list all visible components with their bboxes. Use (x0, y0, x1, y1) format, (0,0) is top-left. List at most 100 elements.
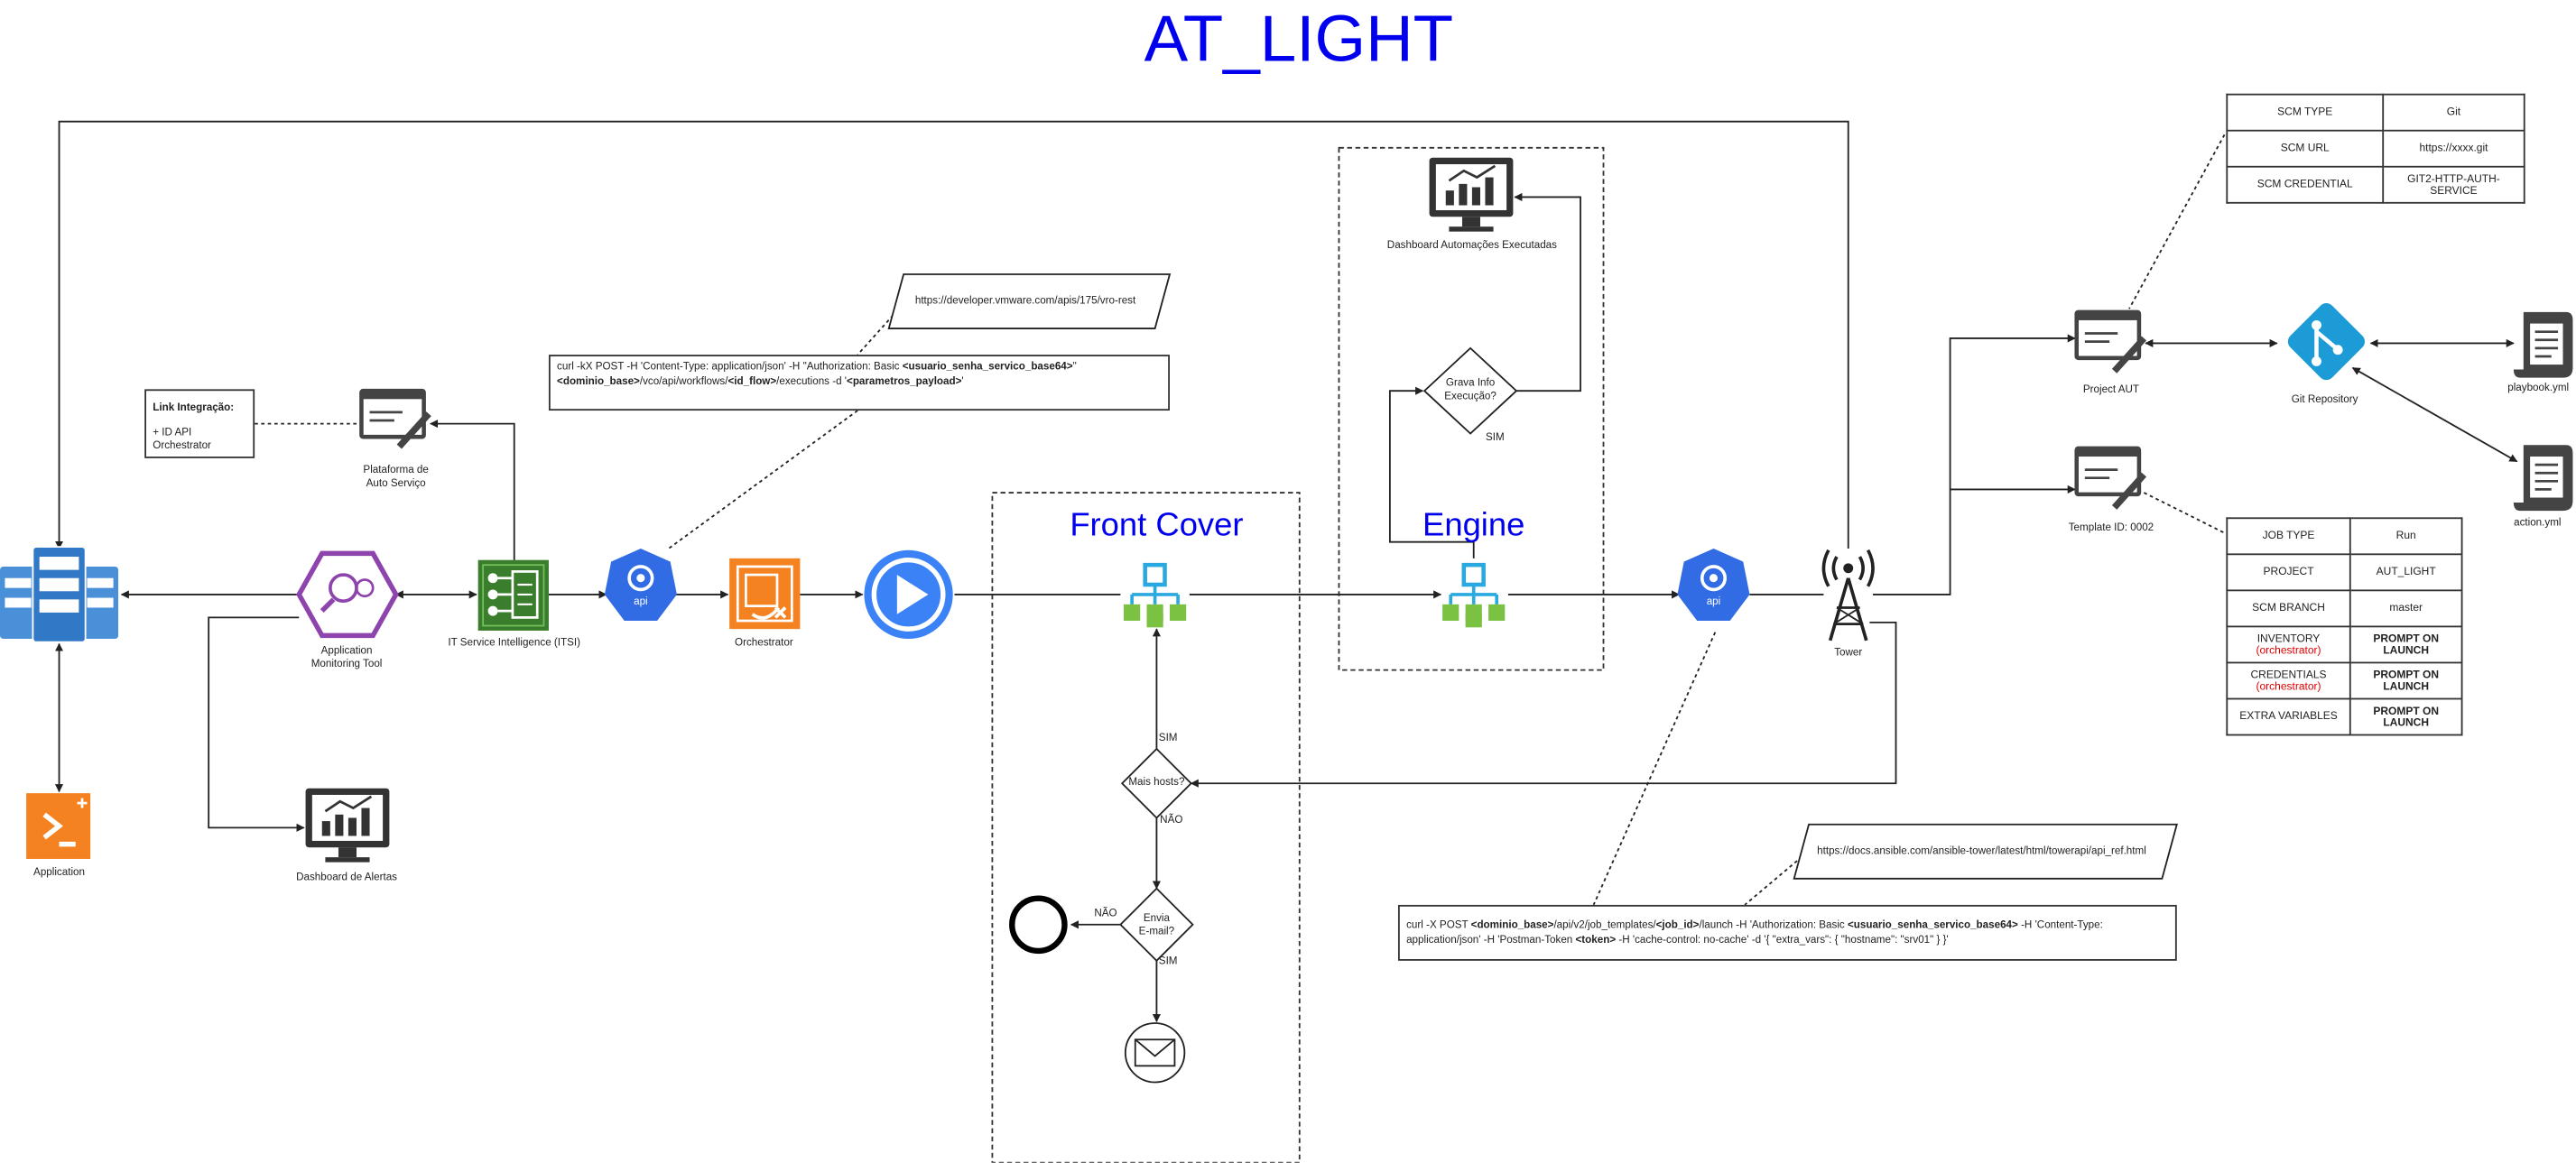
job-key: PROJECT (2226, 553, 2351, 592)
job-value: master (2349, 589, 2463, 628)
front-cover-frame (991, 492, 1301, 1163)
conn-net-grava (1388, 386, 1475, 558)
engine-title: Engine (1422, 507, 1525, 544)
job-key: SCM BRANCH (2226, 589, 2351, 628)
scm-value: Git (2382, 93, 2525, 132)
git-repository-label: Git Repository (2291, 393, 2358, 406)
note-link-tower-api (1592, 632, 1717, 906)
curl-vro-part: /executions -d ' (776, 375, 848, 387)
scm-key: SCM CREDENTIAL (2226, 165, 2385, 204)
project-aut-label: Project AUT (2082, 383, 2139, 396)
grava-info-label: Grava Info Execução? (1444, 377, 1496, 402)
front-cover-network-icon (1124, 562, 1187, 628)
curl-tower-part: /api/v2/job_templates/ (1553, 919, 1656, 932)
conn-itsi-plataforma (429, 420, 515, 560)
job-key-text: CREDENTIALS (2250, 669, 2327, 681)
project-aut-window-icon (2074, 309, 2147, 374)
job-key-note: (orchestrator) (2256, 680, 2321, 693)
job-row: INVENTORY(orchestrator)PROMPT ON LAUNCH (2226, 625, 2463, 664)
mais-hosts-label: Mais hosts? (1128, 776, 1185, 789)
job-value: PROMPT ON LAUNCH (2349, 697, 2463, 736)
dashboard-alertas-label: Dashboard de Alertas (296, 872, 398, 884)
job-value: AUT_LIGHT (2349, 553, 2463, 592)
vmware-url[interactable]: https://developer.vmware.com/apis/175/vr… (914, 295, 1136, 308)
template-id-label: Template ID: 0002 (2068, 522, 2154, 534)
curl-tower-box: curl -X POST <dominio_base>/api/v2/job_t… (1397, 904, 2177, 961)
itsi-icon (477, 559, 549, 631)
plataforma-window-icon (359, 388, 431, 449)
conn-tower-project (1873, 334, 2076, 595)
job-key-text: INVENTORY (2256, 632, 2321, 645)
scm-key: SCM TYPE (2226, 93, 2385, 132)
job-key: CREDENTIALS(orchestrator) (2226, 661, 2351, 700)
link-integracao-box: Link Integração: + ID API Orchestrator (144, 389, 255, 458)
curl-tower-param: <usuario_senha_servico_base64> (1847, 919, 2018, 932)
orchestrator-icon (729, 558, 801, 630)
scm-value: https://xxxx.git (2382, 129, 2525, 168)
job-value: Run (2349, 517, 2463, 556)
playbook-label: playbook.yml (2507, 383, 2570, 394)
itsi-label: IT Service Intelligence (ITSI) (448, 637, 580, 649)
conn-tower-maishosts (1190, 621, 1897, 788)
end-event-circle (1009, 895, 1068, 955)
curl-tower-part: curl -X POST (1406, 919, 1471, 932)
api-icon (604, 548, 677, 622)
curl-vro-param: <id_flow> (727, 375, 777, 387)
tower-api-icon (1677, 548, 1750, 622)
vmware-url-shape (887, 273, 1172, 329)
action-label: action.yml (2514, 517, 2562, 530)
curl-vro-part: /vco/api/workflows/ (639, 375, 728, 387)
engine-network-icon (1442, 562, 1506, 628)
dashboard-automacoes-monitor-icon (1429, 157, 1514, 232)
mais-hosts-diamond (1120, 747, 1192, 819)
dashboard-automacoes-label: Dashboard Automações Executadas (1386, 239, 1557, 252)
tower-label: Tower (1834, 647, 1863, 659)
nao-mid-label: NÃO (1160, 814, 1183, 826)
conn-git-action (2351, 366, 2518, 463)
curl-tower-param: <token> (1575, 934, 1617, 946)
job-key-note: (orchestrator) (2256, 644, 2321, 657)
ansible-url[interactable]: https://docs.ansible.com/ansible-tower/l… (1817, 845, 2146, 858)
job-value: PROMPT ON LAUNCH (2349, 661, 2463, 700)
job-key: INVENTORY(orchestrator) (2226, 625, 2351, 664)
action-file-icon (2513, 445, 2573, 512)
note-link-job (2143, 492, 2227, 535)
note-link-vro-url (857, 304, 903, 355)
plataforma-label: Plataforma de Auto Serviço (363, 465, 429, 489)
server-cluster-icon (0, 546, 119, 643)
git-icon (2287, 303, 2365, 381)
dashboard-alertas-monitor-icon (305, 788, 390, 863)
apm-label: Application Monitoring Tool (310, 645, 383, 670)
grava-info-diamond (1422, 346, 1518, 435)
grava-sim-label: SIM (1486, 431, 1505, 444)
curl-vro-param: <dominio_base> (557, 375, 640, 387)
curl-tower-part: /launch -H 'Authorization: Basic (1699, 919, 1848, 932)
tower-api-badge-label: api (1706, 595, 1721, 608)
curl-vro-part: ' (961, 375, 964, 387)
orchestrator-label: Orchestrator (735, 637, 793, 649)
note-link-vro-api (668, 410, 858, 549)
conn-tower-server (54, 120, 1849, 549)
job-key: JOB TYPE (2226, 517, 2351, 556)
job-row: JOB TYPE Run (2226, 517, 2463, 556)
curl-tower-param: <job_id> (1655, 919, 1700, 932)
curl-vro-part: " (1072, 361, 1077, 374)
conn-grava-dashboard (1514, 192, 1581, 392)
email-icon (1124, 1022, 1186, 1084)
job-row: CREDENTIALS(orchestrator)PROMPT ON LAUNC… (2226, 661, 2463, 700)
ansible-url-shape (1793, 823, 2178, 880)
curl-vro-param: <parametros_payload> (847, 375, 962, 387)
application-icon (26, 793, 91, 859)
template-window-icon (2074, 446, 2147, 510)
play-icon (864, 549, 953, 640)
api-badge-label: api (634, 595, 648, 608)
job-key-text: JOB TYPE (2262, 530, 2315, 542)
